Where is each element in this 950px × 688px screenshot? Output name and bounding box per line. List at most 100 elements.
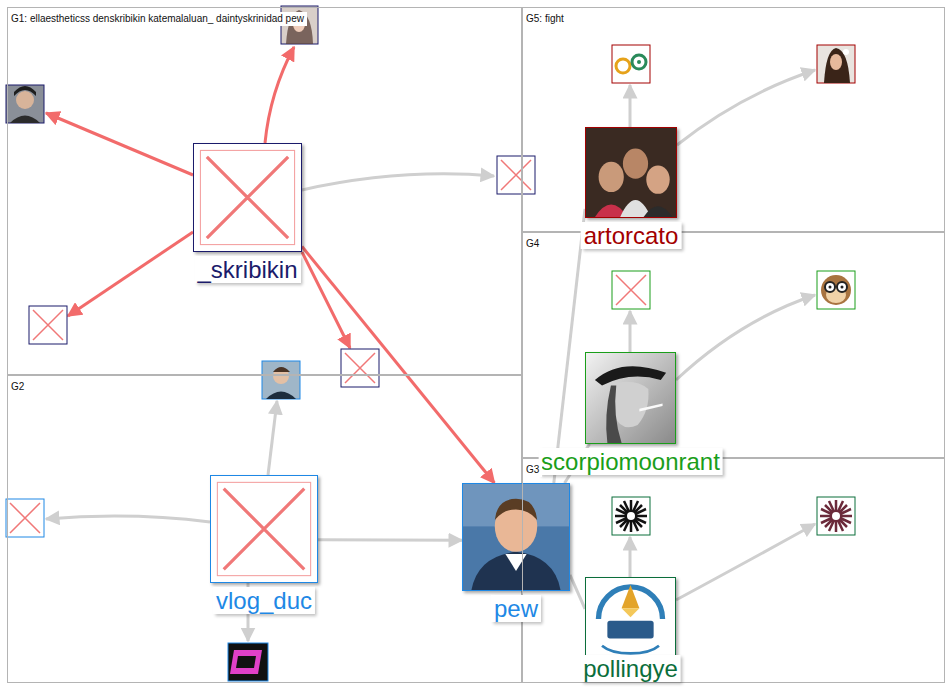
vertex-image-part xyxy=(200,150,294,244)
avatar-thumbnail-part xyxy=(837,282,847,292)
photo-thumbnail-part xyxy=(817,45,855,83)
logo-thumbnail-part xyxy=(637,60,641,64)
vertex-image xyxy=(194,144,301,251)
vertex-image-part xyxy=(224,489,305,570)
vertex-node: artorcato xyxy=(585,127,677,218)
missing-image xyxy=(612,271,650,309)
logo-thumbnail-part xyxy=(612,45,650,83)
vertex-image xyxy=(586,128,676,217)
missing-image-part xyxy=(10,503,40,533)
missing-image-part xyxy=(497,156,535,194)
vertex-label: vlog_duc xyxy=(213,587,315,614)
logo-thumbnail-part xyxy=(616,59,630,73)
vertex-link-part xyxy=(268,401,277,475)
missing-image-part xyxy=(501,160,531,190)
vertex-link-part xyxy=(302,252,350,348)
logo-thumbnail-part xyxy=(615,500,647,532)
missing-image xyxy=(497,156,535,194)
vertex-image xyxy=(463,484,569,590)
group-title: G2 xyxy=(8,380,27,394)
vertex-link-part xyxy=(629,311,632,352)
photo-thumbnail-part xyxy=(16,91,34,109)
edge-connector xyxy=(570,575,585,609)
edge-connector xyxy=(318,538,462,541)
vertex-image-part xyxy=(639,403,662,411)
missing-image-part xyxy=(6,499,44,537)
vertex-link xyxy=(46,47,815,641)
vertex-image-part xyxy=(622,608,640,617)
missing-image-part xyxy=(33,310,63,340)
photo-thumbnail-part xyxy=(266,392,296,400)
vertex-link-part xyxy=(629,537,632,577)
vertex-image-part xyxy=(463,484,569,590)
vertex-link-part xyxy=(676,295,815,380)
vertex-image xyxy=(586,578,675,667)
photo-thumbnail-part xyxy=(273,368,289,384)
avatar-thumbnail-part xyxy=(825,282,835,292)
vertex-image xyxy=(586,353,675,443)
logo-thumbnail-part xyxy=(228,643,268,681)
vertex-image-part xyxy=(211,476,317,582)
missing-image-part xyxy=(612,271,650,309)
vertex-image-part xyxy=(586,353,675,443)
photo-thumbnail-part xyxy=(273,367,290,372)
logo-thumbnail xyxy=(228,643,268,681)
group-panel: G2vlog_ducpew xyxy=(7,375,522,683)
photo-thumbnail xyxy=(6,85,44,123)
vertex-image-part xyxy=(586,128,676,217)
logo-thumbnail xyxy=(817,497,855,535)
vertex-node: vlog_duc xyxy=(210,475,318,583)
vertex-link-part xyxy=(676,524,815,600)
avatar-thumbnail-part xyxy=(817,271,855,309)
vertex-label: pollingye xyxy=(580,655,681,682)
vertex-image-part xyxy=(471,552,560,590)
vertex-label: scorpiomoonrant xyxy=(538,448,723,475)
group-title: G5: fight xyxy=(523,12,567,26)
photo-thumbnail xyxy=(262,361,300,399)
photo-thumbnail-part xyxy=(262,361,300,399)
avatar-thumbnail-part xyxy=(821,275,851,305)
vertex-image-part xyxy=(623,148,648,178)
vertex-image-part xyxy=(613,382,649,427)
vertex-node: _skribikin xyxy=(193,143,302,252)
vertex-label: artorcato xyxy=(581,222,682,249)
logo-thumbnail xyxy=(612,497,650,535)
missing-image-part xyxy=(341,349,379,387)
group-panel: G3 pollingye xyxy=(522,458,945,683)
vertex-image-part xyxy=(607,621,653,639)
vertex-link-part xyxy=(68,232,193,316)
edge-connector xyxy=(302,247,494,483)
photo-thumbnail-part xyxy=(6,85,44,123)
vertex-image-part xyxy=(586,578,675,667)
group-title: G1: ellaestheticss denskribikin katemala… xyxy=(8,12,307,26)
photo-thumbnail-part xyxy=(843,49,849,55)
vertex-image-part xyxy=(606,385,621,443)
edge-connector xyxy=(554,209,585,483)
vertex-node: scorpiomoonrant xyxy=(585,352,676,444)
group-panel: G5: fight artorcato xyxy=(522,7,945,232)
vertex-link-part xyxy=(302,174,494,190)
group-title: G3 xyxy=(523,463,542,477)
group-panel: G4scorpiomoonrant xyxy=(522,232,945,458)
photo-thumbnail-part xyxy=(824,48,850,83)
vertex-node: pollingye xyxy=(585,577,676,668)
photo-thumbnail-part xyxy=(830,54,842,70)
vertex-image-part xyxy=(622,585,640,608)
logo-thumbnail xyxy=(612,45,650,83)
avatar-thumbnail-part xyxy=(829,286,832,289)
avatar-thumbnail-part xyxy=(841,286,844,289)
logo-thumbnail-part xyxy=(832,512,840,520)
group-panel: G1: ellaestheticss denskribikin katemala… xyxy=(7,7,522,375)
missing-image xyxy=(29,306,67,344)
vertex-image-part xyxy=(495,499,537,520)
avatar-thumbnail xyxy=(817,271,855,309)
logo-thumbnail-part xyxy=(627,512,635,520)
photo-thumbnail xyxy=(817,45,855,83)
vertex-label: _skribikin xyxy=(194,256,300,283)
vertex-node: pew xyxy=(462,483,570,591)
vertex-image-part xyxy=(207,157,288,238)
logo-thumbnail-part xyxy=(632,55,646,69)
vertex-image-part xyxy=(646,165,669,193)
vertex-image xyxy=(211,476,317,582)
